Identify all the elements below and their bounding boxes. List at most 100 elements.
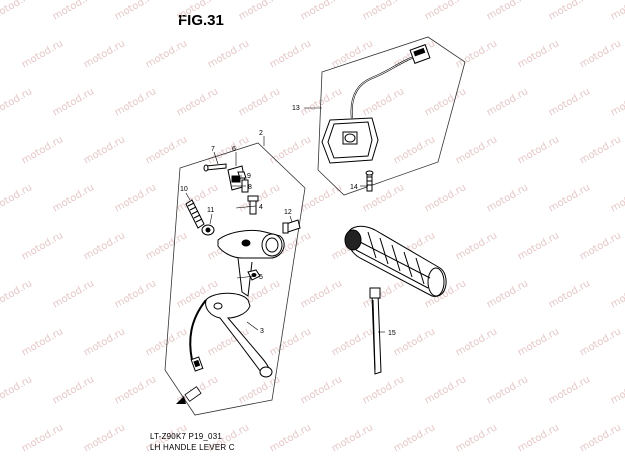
watermark-text: motod.ru xyxy=(516,230,561,262)
watermark-text: motod.ru xyxy=(51,374,96,406)
watermark-text: motod.ru xyxy=(485,86,530,118)
watermark-text: motod.ru xyxy=(144,38,189,70)
watermark-text: motod.ru xyxy=(609,374,625,406)
watermark-text: motod.ru xyxy=(51,0,96,23)
callout-12: 12 xyxy=(284,209,292,216)
watermark-text: motod.ru xyxy=(299,182,344,214)
watermark-text: motod.ru xyxy=(454,38,499,70)
figure-caption: LH HANDLE LEVER C xyxy=(150,443,235,452)
callout-5: 5 xyxy=(259,274,263,281)
callout-8: 8 xyxy=(248,184,252,191)
watermark-text: motod.ru xyxy=(609,86,625,118)
watermark-text: motod.ru xyxy=(82,326,127,358)
switch-screw xyxy=(365,170,374,192)
watermark-text: motod.ru xyxy=(330,422,375,454)
watermark-text: motod.ru xyxy=(454,134,499,166)
watermark-text: motod.ru xyxy=(516,326,561,358)
watermark-text: motod.ru xyxy=(516,38,561,70)
watermark-text: motod.ru xyxy=(330,326,375,358)
cable-tie xyxy=(369,287,382,375)
watermark-text: motod.ru xyxy=(454,326,499,358)
pivot-screw xyxy=(282,219,301,234)
watermark-text: motod.ru xyxy=(547,278,592,310)
switch-connector xyxy=(409,44,431,64)
watermark-text: motod.ru xyxy=(547,374,592,406)
watermark-text: motod.ru xyxy=(175,0,220,23)
watermark-text: motod.ru xyxy=(361,86,406,118)
adjuster-spring xyxy=(185,199,205,229)
watermark-text: motod.ru xyxy=(578,134,623,166)
watermark-text: motod.ru xyxy=(20,422,65,454)
watermark-text: motod.ru xyxy=(547,86,592,118)
watermark-text: motod.ru xyxy=(485,278,530,310)
watermark-text: motod.ru xyxy=(51,182,96,214)
watermark-text: motod.ru xyxy=(516,134,561,166)
lever-assembly-panel xyxy=(164,142,306,416)
watermark-text: motod.ru xyxy=(20,38,65,70)
callout-2: 2 xyxy=(259,130,263,137)
watermark-text: motod.ru xyxy=(0,182,34,214)
watermark-text: motod.ru xyxy=(609,182,625,214)
lever-perch xyxy=(217,229,285,297)
perch-bolt xyxy=(247,195,259,215)
watermark-layer: motod.ru motod.ru motod.ru motod.ru motod.ru… xyxy=(0,0,625,455)
watermark-text: motod.ru xyxy=(0,0,34,23)
watermark-text: motod.ru xyxy=(82,422,127,454)
watermark-text: motod.ru xyxy=(330,38,375,70)
watermark-text: motod.ru xyxy=(0,374,34,406)
handlebar-grip xyxy=(344,225,447,297)
watermark-text: motod.ru xyxy=(578,422,623,454)
watermark-text: motod.ru xyxy=(113,182,158,214)
watermark-text: motod.ru xyxy=(268,326,313,358)
lever-nut-9 xyxy=(237,171,247,179)
watermark-text: motod.ru xyxy=(423,86,468,118)
watermark-text: motod.ru xyxy=(485,182,530,214)
lever-screw-7 xyxy=(203,163,227,172)
watermark-text: motod.ru xyxy=(268,422,313,454)
watermark-text: motod.ru xyxy=(237,86,282,118)
watermark-text: motod.ru xyxy=(20,326,65,358)
callout-13: 13 xyxy=(292,105,300,112)
watermark-text: motod.ru xyxy=(299,374,344,406)
handlebar-switch xyxy=(321,117,379,164)
watermark-text: motod.ru xyxy=(361,278,406,310)
watermark-text: motod.ru xyxy=(0,278,34,310)
watermark-text: motod.ru xyxy=(113,0,158,23)
watermark-text: motod.ru xyxy=(268,134,313,166)
watermark-text: motod.ru xyxy=(454,230,499,262)
lever-wire-connector xyxy=(190,356,204,372)
washer xyxy=(201,224,215,236)
watermark-text: motod.ru xyxy=(423,182,468,214)
watermark-text: motod.ru xyxy=(423,374,468,406)
watermark-text: motod.ru xyxy=(144,230,189,262)
figure-code: LT-Z90K7 P19_031 xyxy=(150,432,222,441)
switch-assembly-panel xyxy=(317,36,466,196)
watermark-text: motod.ru xyxy=(175,86,220,118)
watermark-text: motod.ru xyxy=(20,134,65,166)
watermark-text: motod.ru xyxy=(361,374,406,406)
watermark-text: motod.ru xyxy=(299,278,344,310)
watermark-text: motod.ru xyxy=(299,0,344,23)
watermark-text: motod.ru xyxy=(113,278,158,310)
watermark-text: motod.ru xyxy=(51,86,96,118)
watermark-text: motod.ru xyxy=(82,230,127,262)
watermark-text: motod.ru xyxy=(547,0,592,23)
watermark-text: motod.ru xyxy=(578,38,623,70)
watermark-text: motod.ru xyxy=(144,134,189,166)
watermark-text: motod.ru xyxy=(578,326,623,358)
watermark-text: motod.ru xyxy=(206,38,251,70)
callout-10: 10 xyxy=(180,186,188,193)
watermark-text: motod.ru xyxy=(0,86,34,118)
callout-4: 4 xyxy=(259,204,263,211)
callout-9: 9 xyxy=(247,173,251,180)
clutch-lever xyxy=(205,292,273,378)
callout-7: 7 xyxy=(211,146,215,153)
watermark-text: motod.ru xyxy=(578,230,623,262)
callout-15: 15 xyxy=(388,330,396,337)
callout-3: 3 xyxy=(260,328,264,335)
watermark-text: motod.ru xyxy=(392,134,437,166)
watermark-text: motod.ru xyxy=(547,182,592,214)
watermark-text: motod.ru xyxy=(485,0,530,23)
watermark-text: motod.ru xyxy=(51,278,96,310)
